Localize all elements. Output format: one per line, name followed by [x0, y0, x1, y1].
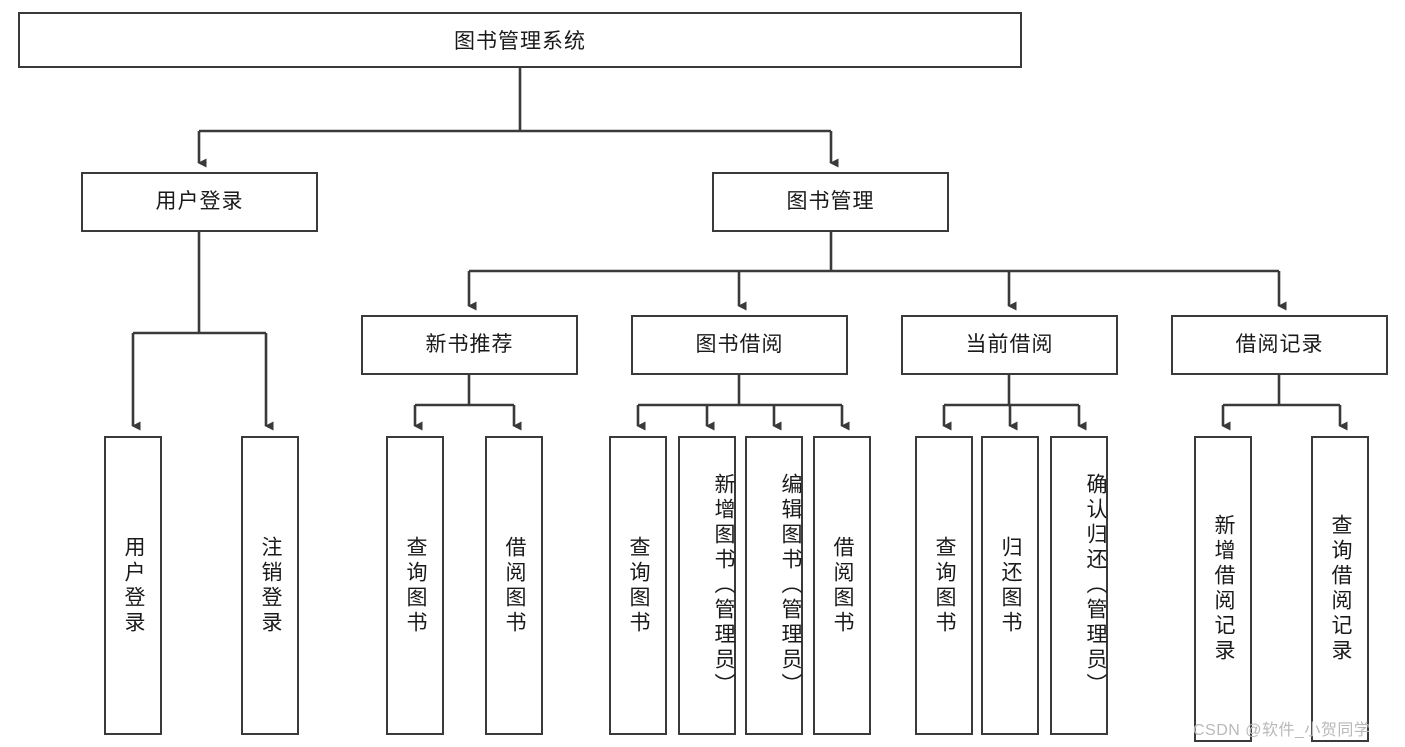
- node-label: 新增图书（管理员）: [712, 473, 735, 698]
- leaf-borrow-record-query[interactable]: 查询借阅记录: [1311, 436, 1369, 742]
- node-label: 查询图书: [627, 535, 651, 636]
- leaf-user-login-logout[interactable]: 注销登录: [241, 436, 299, 735]
- leaf-new-book-query[interactable]: 查询图书: [386, 436, 444, 735]
- node-label: 用户登录: [122, 535, 146, 636]
- node-book-management[interactable]: 图书管理: [712, 172, 949, 232]
- node-label: 当前借阅: [965, 332, 1054, 356]
- node-label: 用户登录: [155, 189, 244, 213]
- node-label: 图书借阅: [695, 332, 784, 356]
- node-borrow-record[interactable]: 借阅记录: [1171, 315, 1388, 375]
- node-label: 查询图书: [404, 535, 428, 636]
- leaf-current-borrow-confirm-return[interactable]: 确认归还（管理员）: [1050, 436, 1108, 735]
- node-label: 借阅图书: [503, 535, 527, 636]
- leaf-book-borrow-borrow[interactable]: 借阅图书: [813, 436, 871, 735]
- leaf-book-borrow-add[interactable]: 新增图书（管理员）: [678, 436, 736, 735]
- node-label: 借阅图书: [831, 535, 855, 636]
- leaf-book-borrow-edit[interactable]: 编辑图书（管理员）: [745, 436, 803, 735]
- node-user-login[interactable]: 用户登录: [81, 172, 318, 232]
- node-label: 图书管理: [786, 189, 875, 213]
- node-book-borrow[interactable]: 图书借阅: [631, 315, 848, 375]
- node-label: 新书推荐: [425, 332, 514, 356]
- node-label: 查询图书: [933, 535, 957, 636]
- node-label: 借阅记录: [1235, 332, 1324, 356]
- node-label: 编辑图书（管理员）: [779, 473, 802, 698]
- node-label: 注销登录: [259, 535, 283, 636]
- node-label: 新增借阅记录: [1212, 514, 1236, 664]
- leaf-current-borrow-return[interactable]: 归还图书: [981, 436, 1039, 735]
- node-root-system[interactable]: 图书管理系统: [18, 12, 1022, 68]
- node-label: 归还图书: [999, 535, 1023, 636]
- node-label: 查询借阅记录: [1329, 514, 1353, 664]
- leaf-new-book-borrow[interactable]: 借阅图书: [485, 436, 543, 735]
- leaf-current-borrow-query[interactable]: 查询图书: [915, 436, 973, 735]
- leaf-borrow-record-add[interactable]: 新增借阅记录: [1194, 436, 1252, 742]
- watermark-text: CSDN @软件_小贺同学: [1193, 722, 1371, 739]
- leaf-book-borrow-query[interactable]: 查询图书: [609, 436, 667, 735]
- node-label: 确认归还（管理员）: [1084, 473, 1107, 698]
- node-current-borrow[interactable]: 当前借阅: [901, 315, 1118, 375]
- node-new-book-recommend[interactable]: 新书推荐: [361, 315, 578, 375]
- node-label: 图书管理系统: [454, 30, 586, 53]
- csdn-watermark: CSDN @软件_小贺同学: [1193, 716, 1370, 740]
- leaf-user-login-login[interactable]: 用户登录: [104, 436, 162, 735]
